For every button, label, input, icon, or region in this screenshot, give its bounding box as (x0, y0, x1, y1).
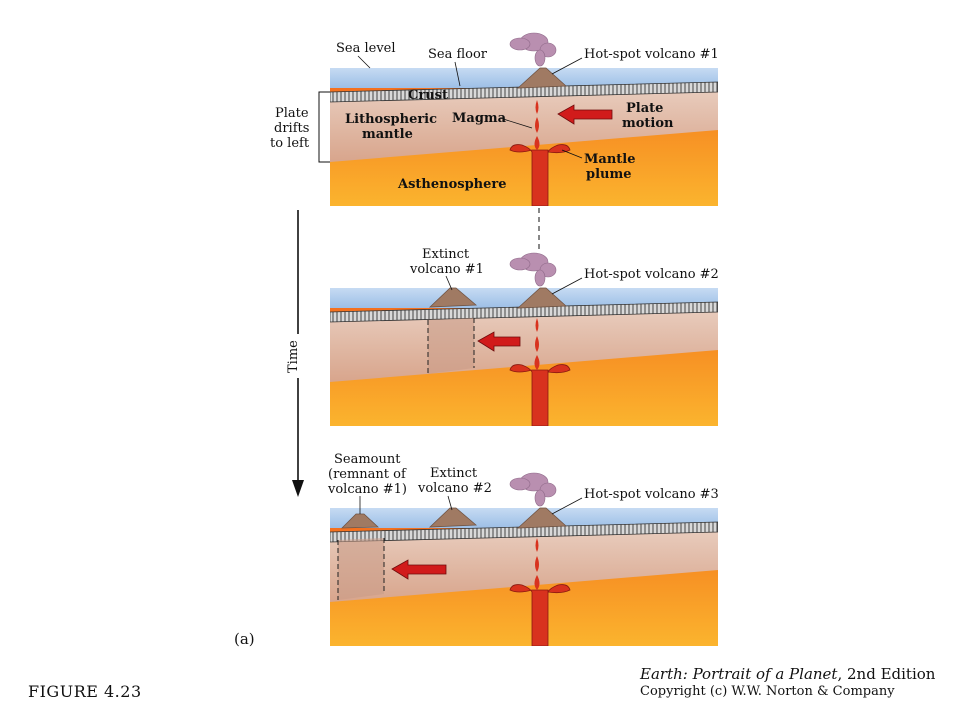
extinct-volcano-1 (428, 287, 478, 308)
plate-drifts-label-3: to left (270, 136, 310, 151)
extinct-volcano-2 (428, 507, 478, 528)
time-arrow: Time (284, 210, 312, 497)
plate-motion-label-1: Plate (626, 101, 663, 116)
time-label: Time (286, 340, 301, 373)
book-title: Earth: Portrait of a Planet (639, 665, 838, 683)
lithosphere-bracket (318, 91, 330, 163)
extinct-volcano-1-label-1: Extinct (422, 247, 470, 262)
extinct-volcano-2-label-2: volcano #2 (417, 481, 492, 496)
plate-motion-label-2: motion (622, 116, 674, 131)
magma-drop (535, 100, 539, 114)
mantle-plume-label-1: Mantle (584, 152, 635, 167)
figure-label: FIGURE 4.23 (28, 682, 142, 701)
asthenosphere-label: Asthenosphere (397, 177, 507, 192)
magma-drop (534, 136, 540, 150)
smoke-plume-icon (509, 32, 557, 67)
seamount-label-2: (remnant of (328, 467, 407, 482)
plate-drifts-label-1: Plate (275, 106, 309, 121)
part-label: (a) (234, 630, 255, 648)
copyright-label: Copyright (c) W.W. Norton & Company (640, 684, 895, 699)
crust-label: Crust (408, 88, 448, 103)
smoke-plume-icon (509, 472, 557, 507)
book-title-line: Earth: Portrait of a Planet, 2nd Edition (639, 665, 936, 683)
lithospheric-mantle-label-1: Lithospheric (345, 112, 437, 127)
mantle-plume-label-2: plume (586, 167, 632, 182)
seamount-label-1: Seamount (334, 452, 401, 467)
extinct-volcano-1-label-2: volcano #1 (409, 262, 484, 277)
panel-top: Sea level Sea floor Hot-spot volcano #1 … (270, 32, 719, 206)
plate-motion-arrow (477, 331, 521, 352)
lithospheric-mantle-label-2: mantle (362, 127, 413, 142)
hotspot-volcano-2 (516, 287, 567, 309)
sea-level-label: Sea level (336, 41, 396, 56)
mantle-plume (509, 144, 571, 206)
lithospheric-mantle-layer (330, 82, 718, 162)
extinct-volcano-2-label-1: Extinct (430, 466, 478, 481)
hotspot-volcano-1-label: Hot-spot volcano #1 (584, 47, 719, 62)
magma-label: Magma (452, 111, 507, 126)
arrow-down-icon (292, 480, 304, 497)
sea-floor-label: Sea floor (428, 47, 488, 62)
smoke-plume-icon (509, 252, 557, 287)
seamount (341, 513, 379, 529)
panel-bottom: Seamount (remnant of volcano #1) Extinct… (327, 452, 719, 646)
book-edition: , 2nd Edition (837, 665, 935, 683)
plate-motion-arrow (391, 559, 447, 580)
plate-drifts-label-2: drifts (274, 121, 309, 136)
hotspot-volcano-1 (516, 67, 567, 89)
panel-middle: Extinct volcano #1 Hot-spot volcano #2 (330, 247, 719, 426)
hotspot-volcano-3 (516, 507, 567, 529)
magma-drop (535, 117, 539, 133)
hotspot-volcano-2-label: Hot-spot volcano #2 (584, 267, 719, 282)
hotspot-volcano-3-label: Hot-spot volcano #3 (584, 487, 719, 502)
seamount-label-3: volcano #1) (327, 482, 407, 497)
ocean-layer (330, 68, 718, 88)
crust-layer (330, 81, 718, 103)
plate-motion-arrow (557, 104, 613, 125)
